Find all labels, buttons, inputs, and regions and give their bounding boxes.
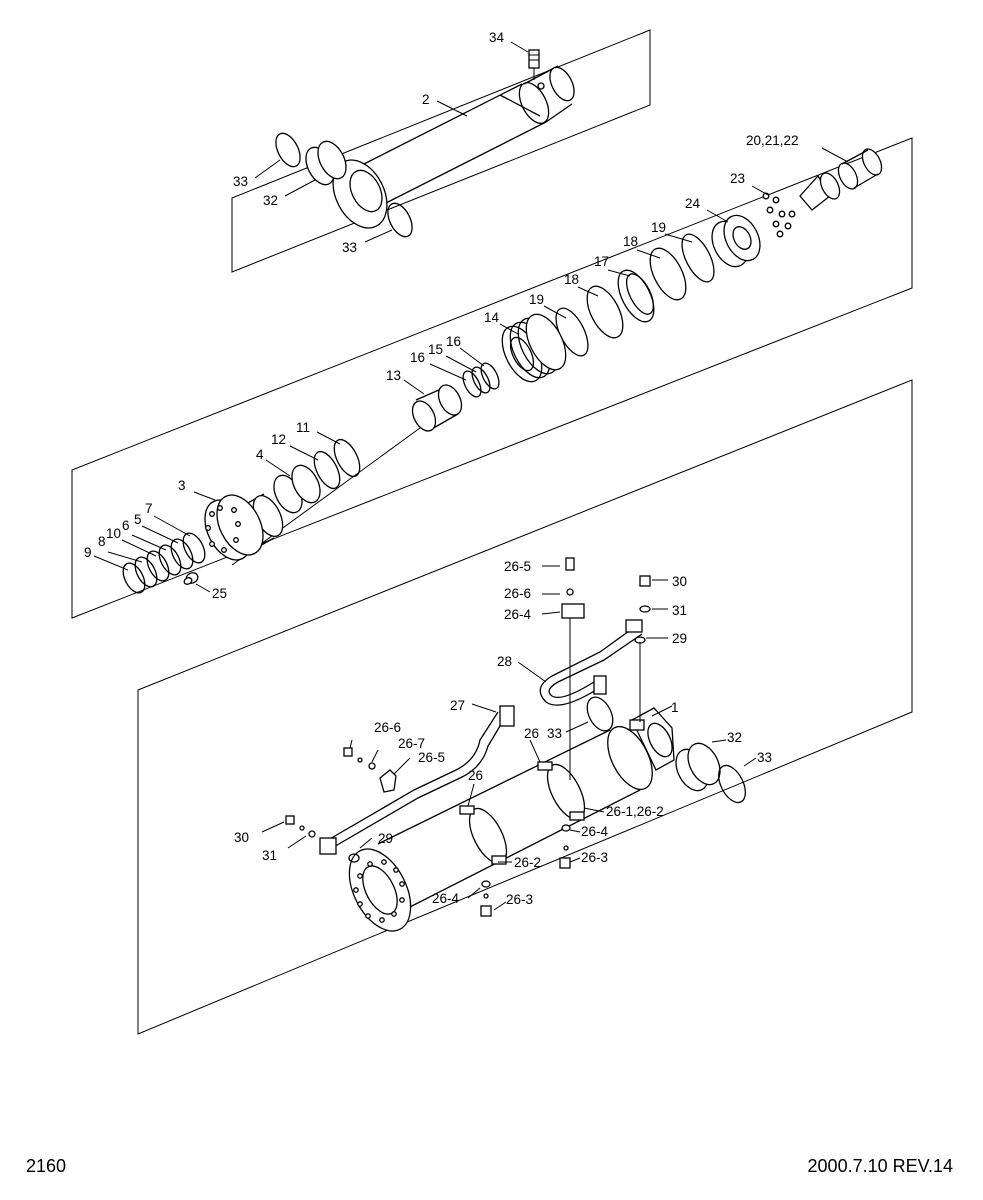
clamp-parts-left	[343, 747, 397, 793]
tube-panel: 26-5 26-6 26-4 30 31 29 28 27 1 33 26 26…	[137, 379, 913, 1035]
callout-26-7: 26-7	[398, 736, 425, 751]
callout-16: 16	[410, 350, 425, 365]
callout-26: 26	[468, 768, 483, 783]
dust-seal-33a	[275, 132, 301, 168]
piston-rod	[332, 65, 575, 229]
o-ring-15	[471, 366, 491, 394]
callout-32: 32	[727, 730, 742, 745]
callout-29: 29	[378, 831, 393, 846]
callout-16: 16	[446, 334, 461, 349]
callout-9: 9	[84, 545, 92, 560]
seal-7	[182, 532, 206, 564]
bushing-32	[675, 742, 721, 792]
ring-17-inner	[625, 273, 655, 315]
callout-14: 14	[484, 310, 500, 325]
callout-30: 30	[672, 574, 687, 589]
callout-26-4: 26-4	[504, 607, 532, 622]
callout-20-21-22: 20,21,22	[746, 133, 799, 148]
callout-2: 2	[422, 92, 430, 107]
callout-17: 17	[594, 254, 609, 269]
callout-11: 11	[296, 420, 310, 435]
pipe-27	[319, 705, 515, 855]
callout-26-3: 26-3	[506, 892, 533, 907]
callout-26-6: 26-6	[504, 586, 531, 601]
callout-26-2: 26-2	[514, 855, 541, 870]
pipe-28	[539, 619, 643, 706]
callout-29: 29	[672, 631, 687, 646]
plug-20-21-22	[799, 148, 883, 211]
callout-26-5: 26-5	[418, 750, 445, 765]
callout-6: 6	[122, 518, 130, 533]
ring-12	[313, 450, 341, 490]
callout-19: 19	[529, 292, 544, 307]
callout-26: 26	[524, 726, 539, 741]
callout-31: 31	[262, 848, 277, 863]
callout-15: 15	[428, 342, 443, 357]
cylinder-tube	[348, 707, 675, 932]
bolts-26-3	[480, 824, 571, 917]
cushion-13	[411, 384, 463, 432]
revision-label: 2000.7.10 REV.14	[807, 1156, 953, 1176]
callout-12: 12	[271, 432, 286, 447]
grease-nipple	[528, 49, 540, 80]
callout-34: 34	[489, 30, 505, 45]
callout-18: 18	[564, 272, 579, 287]
callout-33: 33	[233, 174, 248, 189]
o-ring-16a	[462, 370, 482, 398]
callout-26-5: 26-5	[504, 559, 531, 574]
callout-1: 1	[671, 700, 679, 715]
fittings-30-31-29	[285, 575, 651, 863]
callout-3: 3	[178, 478, 186, 493]
bushing-4	[273, 464, 321, 514]
callout-25: 25	[212, 586, 227, 601]
callout-26-4: 26-4	[581, 824, 609, 839]
callout-4: 4	[256, 447, 264, 462]
callout-31: 31	[672, 603, 687, 618]
ring-11	[333, 438, 361, 478]
callout-26-3: 26-3	[581, 850, 608, 865]
o-ring-16b	[480, 362, 500, 390]
clamp-block-top	[561, 557, 585, 780]
callout-10: 10	[106, 526, 121, 541]
page-number: 2160	[26, 1156, 67, 1176]
callout-13: 13	[386, 368, 401, 383]
callout-7: 7	[145, 501, 153, 516]
callout-26-1-26-2: 26-1,26-2	[606, 804, 664, 819]
callout-26-6: 26-6	[374, 720, 401, 735]
dust-seal-33-top	[586, 696, 614, 732]
callout-32: 32	[263, 193, 278, 208]
callout-33: 33	[547, 726, 562, 741]
callout-5: 5	[134, 512, 142, 527]
piston-14	[501, 313, 567, 383]
rod-cover-3	[204, 493, 284, 561]
rod-panel: 34 2 33 32 33	[231, 29, 651, 273]
dust-seal-33	[717, 764, 747, 804]
callout-26-4: 26-4	[432, 891, 460, 906]
steel-balls-23	[762, 192, 796, 238]
callout-30: 30	[234, 830, 249, 845]
seal-6	[158, 544, 182, 576]
seal-10	[146, 550, 170, 582]
callout-23: 23	[730, 171, 745, 186]
callout-18: 18	[623, 234, 638, 249]
ring-18a	[649, 247, 687, 301]
callout-28: 28	[497, 654, 512, 669]
callout-24: 24	[685, 196, 701, 211]
seal-8	[134, 556, 158, 588]
callout-19: 19	[651, 220, 666, 235]
callout-27: 27	[450, 698, 465, 713]
ring-19a	[681, 233, 715, 283]
callout-33: 33	[757, 750, 772, 765]
seal-9	[122, 562, 146, 594]
callout-8: 8	[98, 534, 106, 549]
screw-25	[183, 572, 199, 585]
seal-5	[170, 538, 194, 570]
ring-18b	[586, 285, 624, 339]
dust-seal-33b	[387, 202, 413, 238]
internal-parts-panel: 20,21,22 23 24 19 18 17 18 19 14 16 15 1…	[71, 133, 913, 619]
bushing-32	[305, 140, 347, 186]
callout-33: 33	[342, 240, 357, 255]
nut-24	[711, 214, 761, 268]
